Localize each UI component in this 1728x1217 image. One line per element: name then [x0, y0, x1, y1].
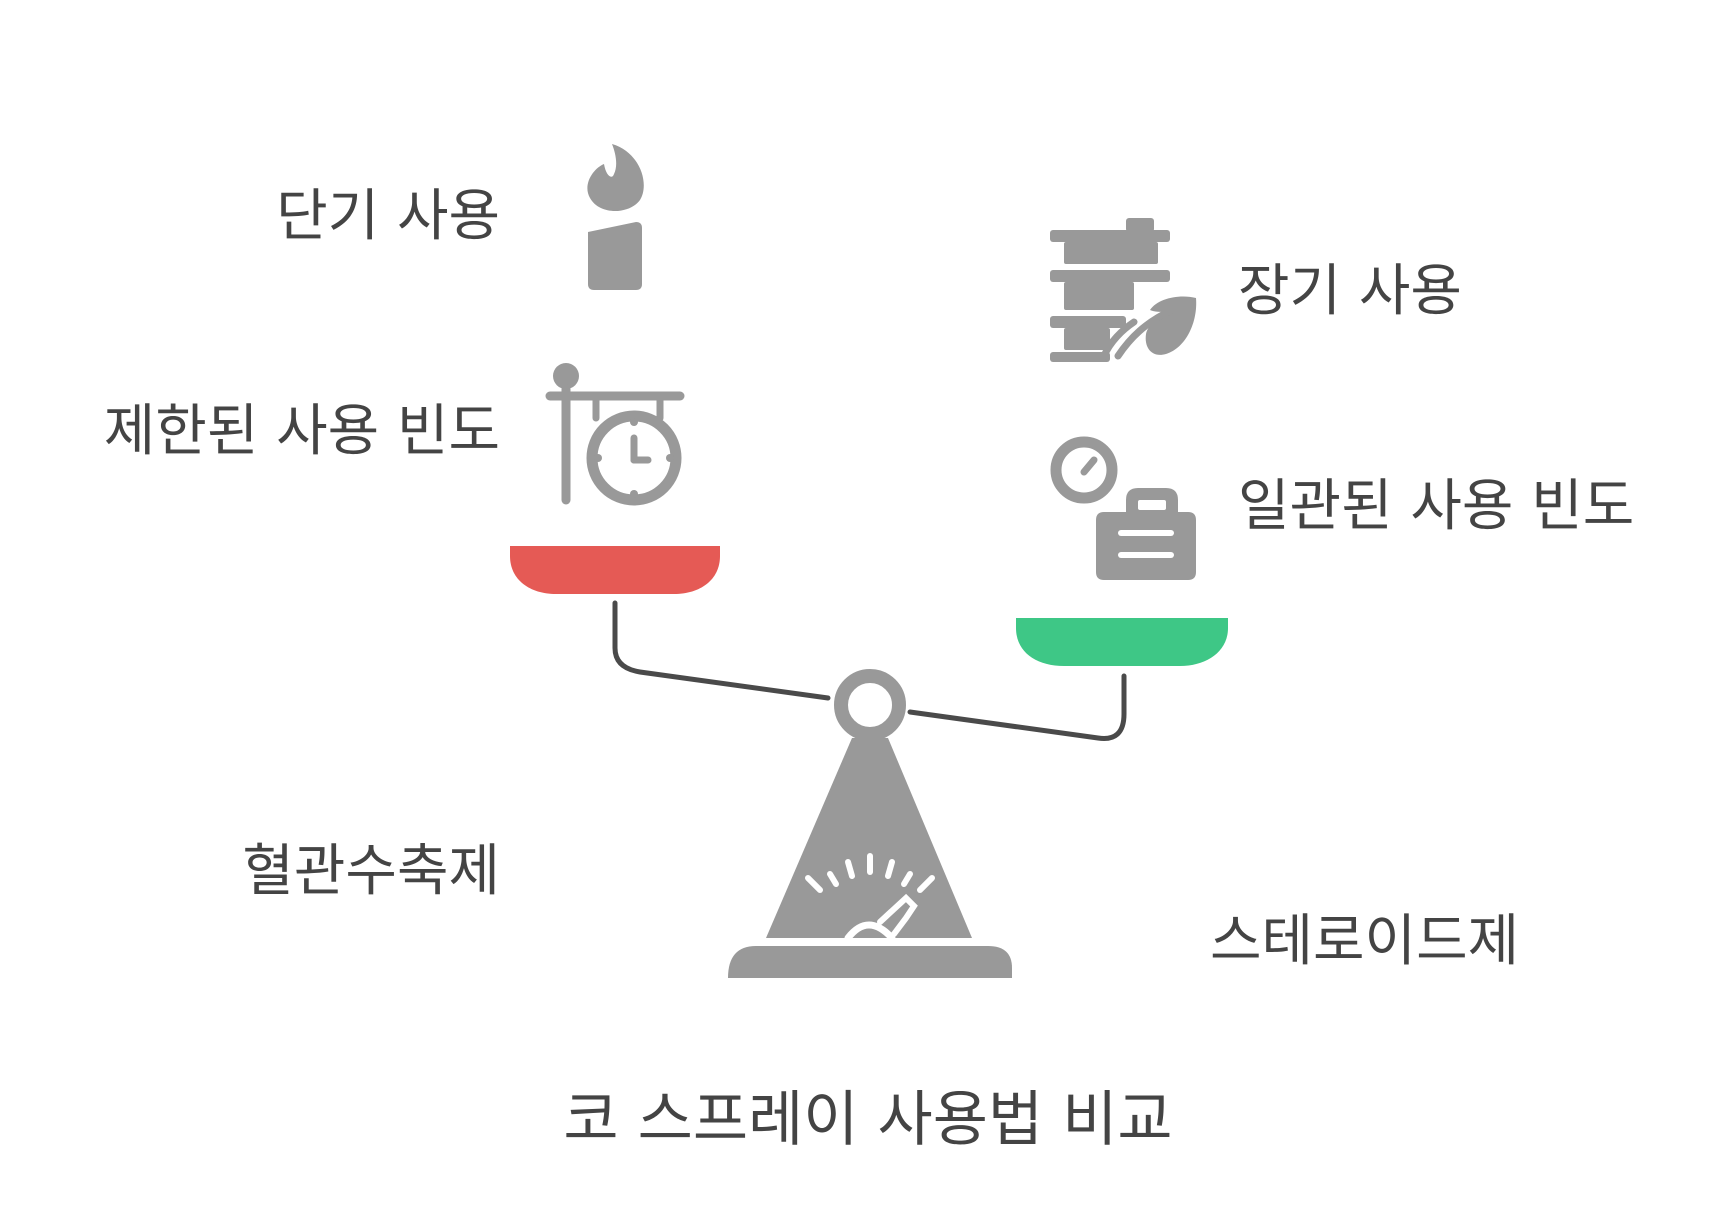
pivot-joint [834, 669, 906, 741]
left-category-label: 혈관수축제 [242, 839, 500, 904]
balance-scale [510, 546, 1228, 978]
growing-stack-icon [1050, 218, 1197, 362]
left-feature-2-label: 제한된 사용 빈도 [104, 399, 500, 464]
scale-base [728, 946, 1012, 978]
timer-gong-icon [545, 363, 685, 506]
right-category-label: 스테로이드제 [1210, 909, 1519, 974]
right-beam [907, 673, 1127, 741]
right-pan [1016, 618, 1228, 666]
left-feature-1-label: 단기 사용 [276, 184, 500, 249]
right-feature-1-label: 장기 사용 [1238, 259, 1462, 324]
candle-icon [587, 144, 644, 290]
diagram-title: 코 스프레이 사용법 비교 [563, 1085, 1172, 1155]
right-feature-2-label: 일관된 사용 빈도 [1238, 474, 1634, 539]
clock-briefcase-icon [1050, 436, 1196, 580]
left-pan [510, 546, 720, 594]
scale-stand [766, 738, 972, 938]
left-beam [612, 600, 831, 701]
